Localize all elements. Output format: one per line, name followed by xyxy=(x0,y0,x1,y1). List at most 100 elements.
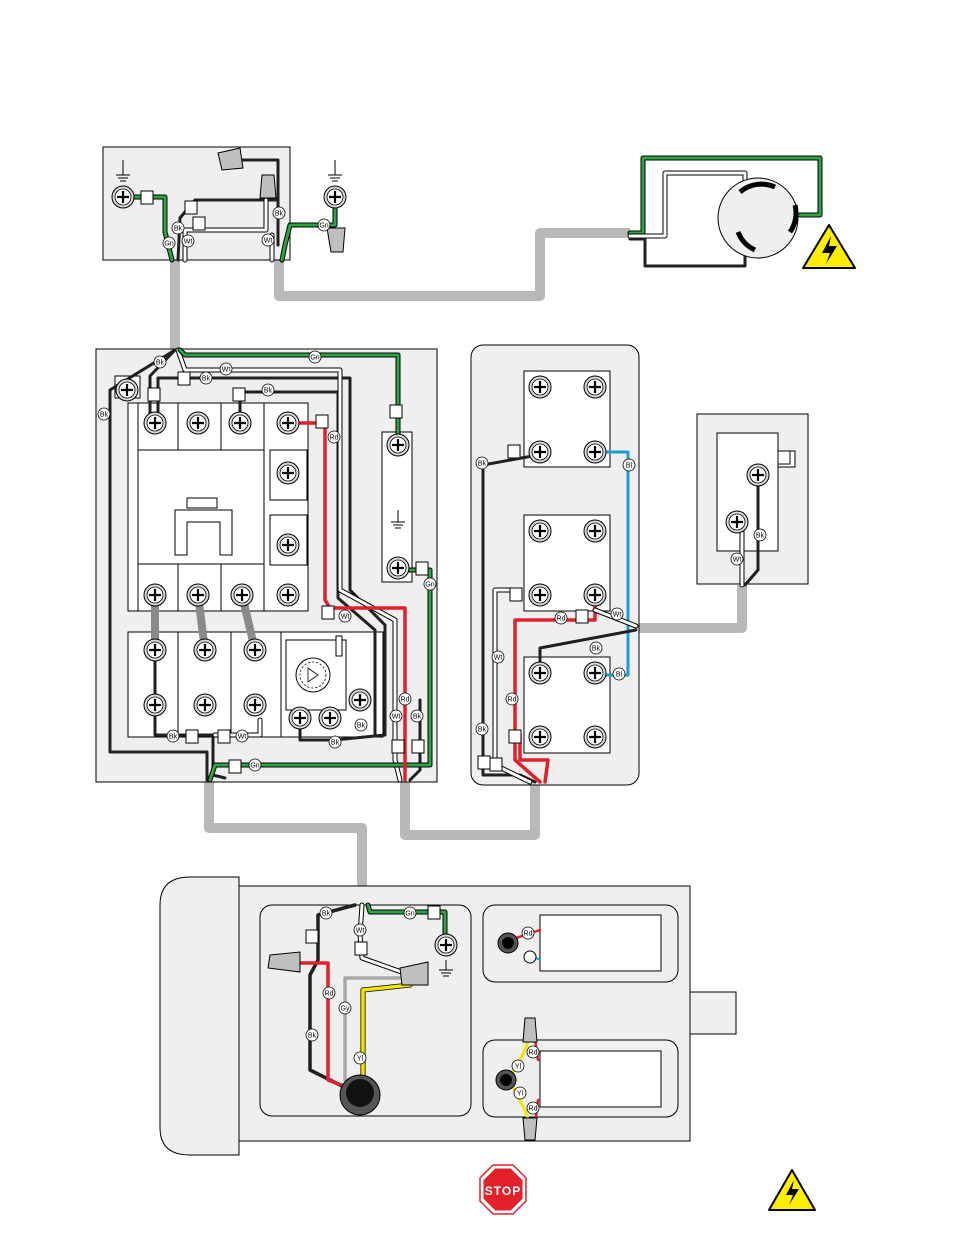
wire-color-tag-label: Bl xyxy=(626,462,633,469)
terminal-screw xyxy=(289,707,311,729)
splice-marker xyxy=(186,730,198,743)
terminal-screw xyxy=(229,412,251,434)
wire-color-tag-label: Wt xyxy=(184,238,193,245)
wire-color-tag-label: Bk xyxy=(756,532,765,539)
ground-icon xyxy=(328,160,342,181)
splice-marker xyxy=(490,758,502,771)
wire-color-tag-label: Wt xyxy=(494,654,503,661)
splice-marker xyxy=(416,562,428,575)
terminal-screw xyxy=(584,441,606,463)
wire-color-tag-label: Bk xyxy=(100,411,109,418)
terminal-screw xyxy=(324,186,346,208)
wire-color-tag: Bk xyxy=(411,710,423,722)
terminal-screw xyxy=(144,412,166,434)
wire-color-tag-label: Bl xyxy=(616,671,623,678)
wire-nut-3 xyxy=(327,228,345,252)
side-box-inner xyxy=(717,433,778,551)
terminal-screw xyxy=(529,441,551,463)
wire-color-tag: Bk xyxy=(98,408,110,420)
splice-marker xyxy=(141,191,153,204)
wire-color-tag: Rd xyxy=(527,1102,539,1114)
wire-color-tag: Bk xyxy=(476,723,488,735)
splice-marker xyxy=(510,588,522,601)
wire-color-tag: Bk xyxy=(754,529,766,541)
wire-color-tag-label: Wt xyxy=(356,927,365,934)
terminal-screw xyxy=(584,584,606,606)
wire-color-tag-label: Bk xyxy=(202,375,211,382)
terminal-screw xyxy=(747,464,769,486)
terminal-screw xyxy=(435,934,457,956)
wire-color-tag-label: Bk xyxy=(413,713,422,720)
splice-marker xyxy=(508,445,520,458)
terminal-screw xyxy=(112,186,134,208)
splice-marker xyxy=(576,610,588,623)
wire-color-tag: Gn xyxy=(404,907,416,919)
wire-color-tag: Wt xyxy=(262,234,274,246)
overload-dial[interactable] xyxy=(296,658,330,692)
wire-color-tag: Rd xyxy=(399,693,411,705)
terminal-screw xyxy=(277,584,299,606)
wire-color-tag: Wt xyxy=(354,924,366,936)
wire-color-tag-label: Rd xyxy=(524,930,533,937)
wire-color-tag: Wt xyxy=(236,730,248,742)
capacitor-upper xyxy=(540,915,661,971)
wire-color-tag: Bk xyxy=(154,356,166,368)
wire-color-tag-label: Wt xyxy=(733,556,742,563)
wire-color-tag-label: Wt xyxy=(613,611,622,618)
wire-color-tag-label: Bk xyxy=(169,733,178,740)
wire-color-tag-label: Gy xyxy=(341,1005,350,1012)
terminal-screw xyxy=(277,534,299,556)
splice-marker xyxy=(233,388,245,401)
capacitor-lower xyxy=(540,1051,661,1107)
terminal-screw xyxy=(584,376,606,398)
wire-color-tag-label: Gn xyxy=(250,762,259,769)
wire-nut-7 xyxy=(523,1118,537,1140)
wire-nut-4 xyxy=(268,952,300,972)
wire-color-tag-label: Gn xyxy=(405,910,414,917)
wire-color-tag-label: Rd xyxy=(557,615,566,622)
wire-color-tag-label: Rd xyxy=(325,990,334,997)
wire-color-tag: Yl xyxy=(512,1060,524,1072)
motor-wire-grommet xyxy=(340,1075,380,1115)
terminal-screw xyxy=(277,462,299,484)
terminal-screw xyxy=(194,639,216,661)
wire-color-tag: Rd xyxy=(323,987,335,999)
cable-switch-to-side-box xyxy=(636,585,742,628)
terminal-screw xyxy=(529,726,551,748)
splice-marker xyxy=(322,606,334,619)
wire-color-tag-label: Rd xyxy=(330,434,339,441)
wire-color-tag: Yl xyxy=(514,1087,526,1099)
splice-marker xyxy=(509,730,521,743)
wire-color-tag: Bk xyxy=(167,730,179,742)
terminal-screw xyxy=(144,639,166,661)
terminal-screw xyxy=(726,511,748,533)
terminal-screw xyxy=(529,520,551,542)
wire-color-tag: Wt xyxy=(611,608,623,620)
splice-marker xyxy=(229,760,241,773)
splice-marker xyxy=(185,201,197,214)
wire-color-tag: Bk xyxy=(273,207,285,219)
terminal-screw xyxy=(187,584,209,606)
wire-color-tag: Bl xyxy=(623,459,635,471)
terminal-screw xyxy=(584,662,606,684)
wire-color-tag-label: Bk xyxy=(156,359,165,366)
wire-color-tag: Bk xyxy=(320,907,332,919)
splice-marker xyxy=(412,740,424,753)
wire-color-tag-label: Wt xyxy=(222,366,231,373)
wire-color-tag: Bk xyxy=(329,736,341,748)
terminal-screw xyxy=(187,412,209,434)
terminal-screw xyxy=(319,707,341,729)
terminal-screw xyxy=(349,689,371,711)
wire-color-tag: Wt xyxy=(220,363,232,375)
wire-color-tag-label: Wt xyxy=(392,713,401,720)
splice-marker xyxy=(306,930,318,943)
terminal-screw xyxy=(387,434,409,456)
terminal-screw xyxy=(387,557,409,579)
wire-color-tag: Wt xyxy=(182,235,194,247)
stop-label: STOP xyxy=(485,1184,521,1198)
wire-color-tag: Wt xyxy=(492,651,504,663)
wire-color-tag: Yl xyxy=(354,1052,366,1064)
splice-marker xyxy=(355,942,367,955)
locking-receptacle xyxy=(718,178,798,258)
wire-color-tag: Gy xyxy=(339,1002,351,1014)
